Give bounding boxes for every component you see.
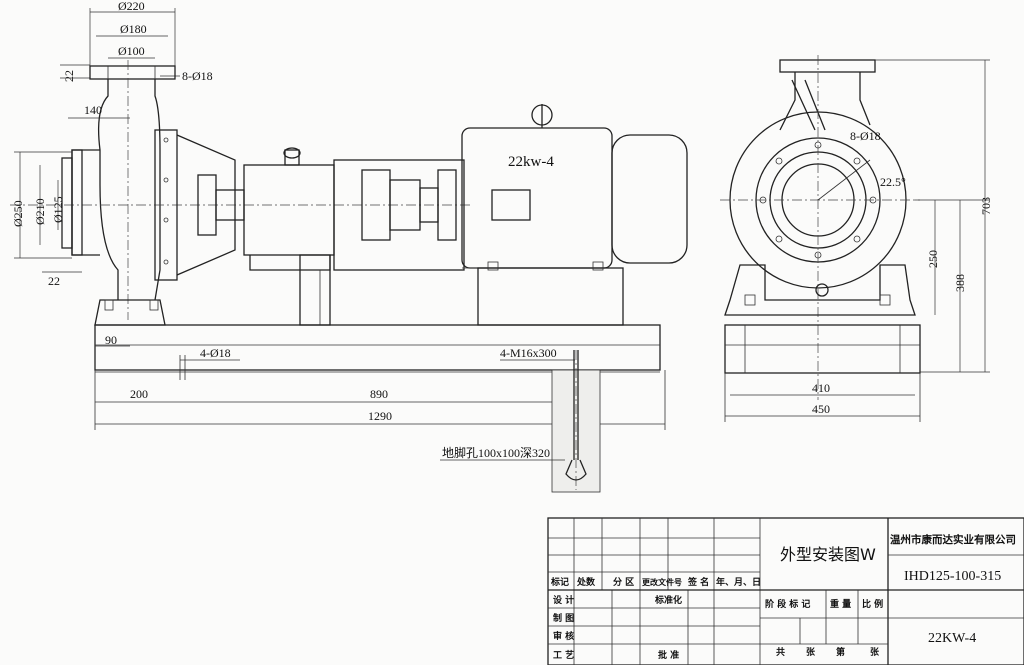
side-dim-h703: 703 [979, 197, 993, 215]
dim-h22-top: 22 [62, 70, 76, 82]
tb-drawing: 制 图 [553, 612, 574, 624]
title-block: 外型安装图W 温州市康而达实业有限公司 IHD125-100-315 22KW-… [547, 517, 1024, 665]
tb-review: 审 核 [553, 630, 574, 642]
side-dim-holes: 8-Ø18 [850, 129, 881, 143]
tb-scale: 比 例 [862, 598, 883, 610]
dim-w1290: 1290 [368, 409, 392, 423]
tb-zone: 分 区 [613, 576, 634, 588]
side-dim-w450: 450 [812, 402, 830, 416]
dim-h22-bottom: 22 [48, 274, 60, 288]
dim-w890: 890 [370, 387, 388, 401]
tb-weight: 重 量 [830, 598, 851, 610]
front-view: Ø220 Ø180 Ø100 8-Ø18 22 140 Ø250 Ø210 [10, 0, 688, 493]
tb-date: 年、月、日 [716, 576, 761, 588]
side-view: 8-Ø18 22.5° 703 388 250 410 450 [720, 55, 993, 422]
tb-stage-mark: 阶 段 标 记 [765, 598, 810, 610]
dim-d250: Ø250 [11, 200, 25, 227]
tb-count: 处数 [576, 576, 596, 588]
power-rating: 22KW-4 [928, 631, 976, 646]
side-dim-angle: 22.5° [880, 175, 906, 189]
company-name: 温州市康而达实业有限公司 [890, 533, 1016, 546]
side-dim-h388: 388 [953, 274, 967, 292]
dim-d220: Ø220 [118, 0, 145, 13]
tb-sheet: 张 [870, 646, 880, 658]
tb-standardize: 标准化 [654, 594, 682, 606]
dim-holes-top: 8-Ø18 [182, 69, 213, 83]
side-dim-h250: 250 [926, 250, 940, 268]
dim-foundation-hole: 地脚孔100x100深320 [442, 445, 550, 460]
side-dim-w410: 410 [812, 381, 830, 395]
dim-d210: Ø210 [33, 198, 47, 225]
dim-w90: 90 [105, 333, 117, 347]
tb-total: 共 [776, 646, 785, 658]
dim-h140: 140 [84, 103, 102, 117]
dim-bolts: 4-M16x300 [500, 346, 557, 360]
model-number: IHD125-100-315 [904, 569, 1001, 584]
tb-change-doc: 更改文件号 [642, 577, 682, 587]
tb-sheets: 张 [806, 646, 816, 658]
tb-design: 设 计 [553, 594, 574, 606]
dim-anchor-holes: 4-Ø18 [200, 346, 231, 360]
tb-process: 工 艺 [553, 649, 574, 661]
motor-label: 22kw-4 [508, 154, 554, 170]
dim-w200: 200 [130, 387, 148, 401]
tb-approve: 批 准 [658, 649, 679, 661]
dim-d180: Ø180 [120, 22, 147, 36]
drawing-title: 外型安装图W [780, 545, 876, 564]
dim-d100: Ø100 [118, 44, 145, 58]
dim-d125: Ø125 [51, 196, 65, 223]
tb-mark: 标记 [550, 576, 569, 588]
tb-sign: 签 名 [687, 576, 709, 588]
tb-sheet-no: 第 [836, 646, 845, 658]
